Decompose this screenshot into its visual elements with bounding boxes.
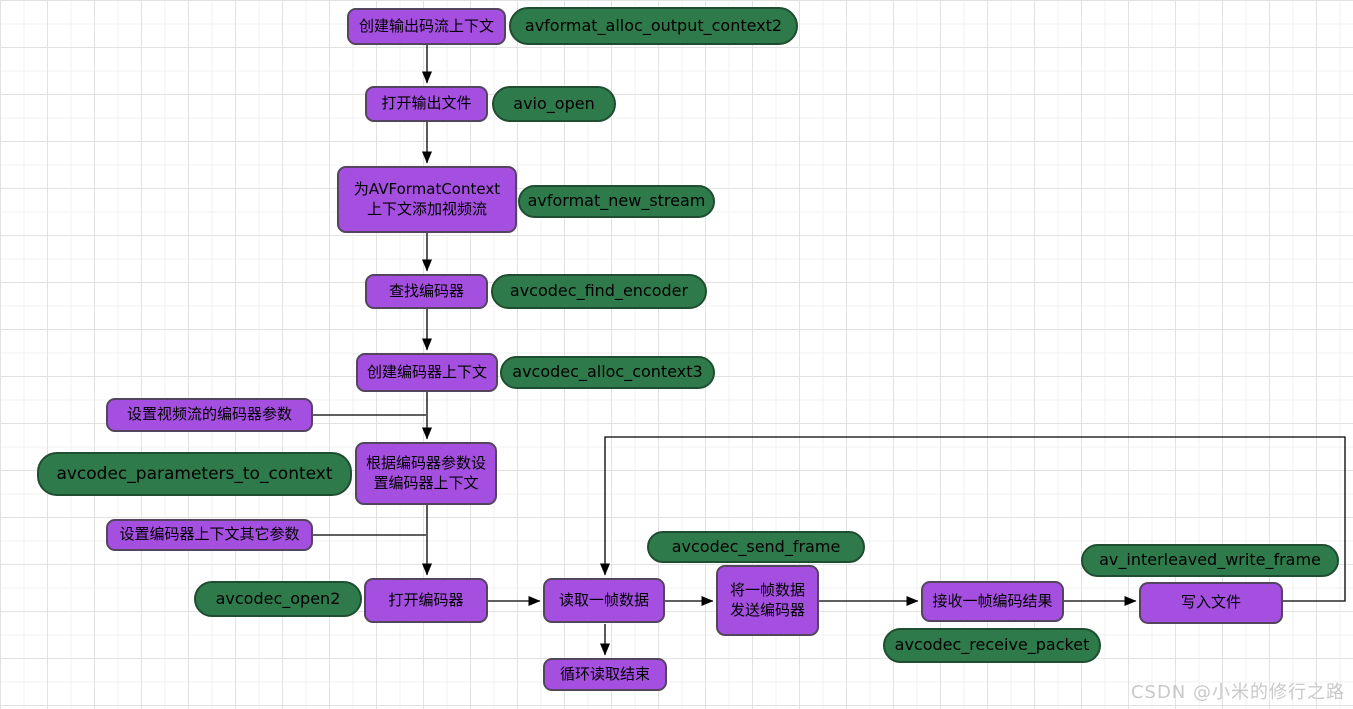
api-avcodec-send-frame: avcodec_send_frame: [647, 531, 865, 563]
watermark-text: CSDN @小米的修行之路: [1130, 682, 1345, 703]
flow-step-set-other-encoder-context-params: 设置编码器上下文其它参数: [106, 519, 313, 551]
api-avcodec-receive-packet: avcodec_receive_packet: [883, 628, 1101, 663]
flow-step-open-encoder: 打开编码器: [364, 578, 488, 623]
flow-step-configure-encoder-context-from-params: 根据编码器参数设 置编码器上下文: [355, 442, 497, 505]
flow-step-set-stream-encoder-params: 设置视频流的编码器参数: [106, 398, 313, 432]
flow-step-open-output-file: 打开输出文件: [365, 86, 488, 122]
api-avformat-new-stream: avformat_new_stream: [518, 185, 715, 218]
flow-step-read-one-frame: 读取一帧数据: [543, 578, 665, 623]
flow-step-send-frame-to-encoder: 将一帧数据 发送编码器: [716, 565, 819, 636]
flow-step-create-encoder-context: 创建编码器上下文: [356, 353, 498, 392]
api-avcodec-find-encoder: avcodec_find_encoder: [491, 274, 707, 309]
api-avcodec-parameters-to-context: avcodec_parameters_to_context: [37, 452, 352, 496]
api-avformat-alloc-output-context2: avformat_alloc_output_context2: [509, 7, 798, 45]
flow-step-receive-encoded-result: 接收一帧编码结果: [921, 581, 1064, 622]
api-av-interleaved-write-frame: av_interleaved_write_frame: [1081, 544, 1339, 577]
api-avcodec-alloc-context3: avcodec_alloc_context3: [500, 356, 715, 389]
flow-step-add-video-stream: 为AVFormatContext 上下文添加视频流: [337, 166, 517, 233]
api-avio-open: avio_open: [492, 86, 616, 122]
api-avcodec-open2: avcodec_open2: [194, 581, 362, 617]
flow-step-create-output-stream-context: 创建输出码流上下文: [347, 8, 506, 45]
flow-step-write-to-file: 写入文件: [1139, 582, 1283, 624]
flow-step-read-loop-end: 循环读取结束: [543, 658, 667, 691]
flow-step-find-encoder: 查找编码器: [365, 274, 488, 309]
